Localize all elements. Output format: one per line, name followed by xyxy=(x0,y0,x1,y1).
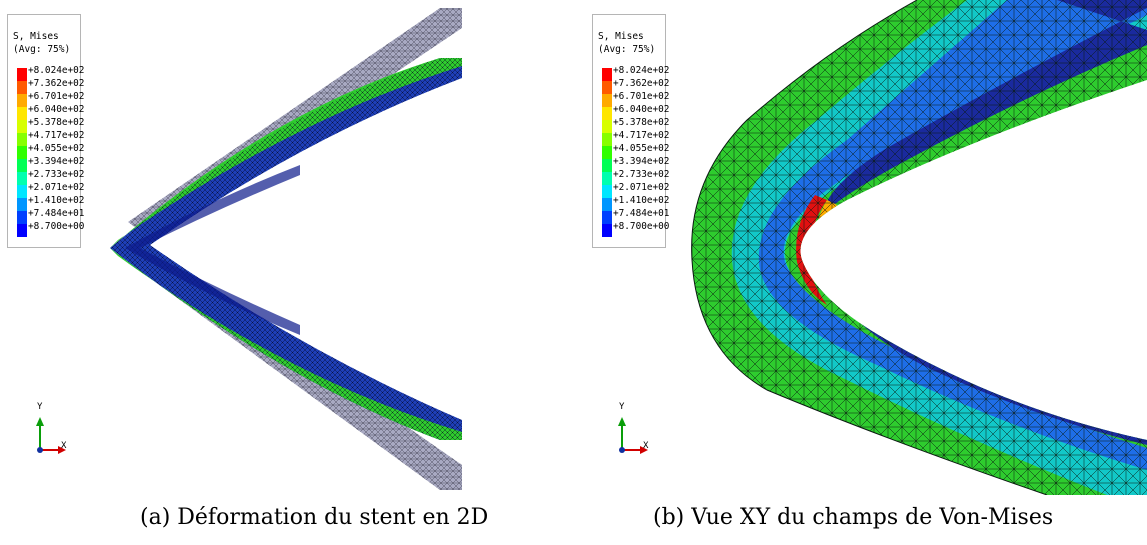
legend-title: S, Mises xyxy=(13,31,59,42)
legend-subtitle-b: (Avg: 75%) xyxy=(598,44,656,55)
triad-x-label-b: X xyxy=(643,441,649,451)
legend-swatch xyxy=(602,211,612,224)
coordinate-triad: Y X xyxy=(34,402,94,462)
legend-swatch xyxy=(602,107,612,120)
legend-swatch xyxy=(17,94,27,107)
legend-swatch xyxy=(17,185,27,198)
legend-subtitle: (Avg: 75%) xyxy=(13,44,71,55)
legend-label: +6.040e+02 xyxy=(613,104,670,115)
legend-label: +6.701e+02 xyxy=(28,91,85,102)
legend-label: +5.378e+02 xyxy=(28,117,85,128)
legend-label: +6.040e+02 xyxy=(28,104,85,115)
legend-label: +8.024e+02 xyxy=(613,65,670,76)
legend-swatch xyxy=(17,211,27,224)
panel-stent-2d: S, Mises (Avg: 75%) +8.024e+02 +7.362e+02… xyxy=(0,0,560,495)
legend-swatch xyxy=(17,68,27,81)
legend-swatch xyxy=(602,146,612,159)
legend-swatch xyxy=(602,120,612,133)
triad-y-label: Y xyxy=(37,402,43,412)
triad-y-label-b: Y xyxy=(619,402,625,412)
triad-axes-icon-b xyxy=(618,417,648,454)
legend-color-bar-b xyxy=(602,68,612,237)
legend-label: +2.733e+02 xyxy=(28,169,85,180)
legend-swatch xyxy=(602,133,612,146)
legend-label: +4.717e+02 xyxy=(28,130,85,141)
legend-title-b: S, Mises xyxy=(598,31,644,42)
legend-label: +4.055e+02 xyxy=(613,143,670,154)
legend-label: +8.024e+02 xyxy=(28,65,85,76)
legend-swatch xyxy=(17,107,27,120)
triad-axes-icon xyxy=(36,417,66,454)
coordinate-triad-b: Y X xyxy=(616,402,676,462)
legend-swatch xyxy=(17,159,27,172)
legend-label: +7.362e+02 xyxy=(613,78,670,89)
deformed-strut xyxy=(110,58,462,440)
caption-b: (b) Vue XY du champs de Von-Mises xyxy=(653,505,1054,530)
panel-von-mises-xy: S, Mises (Avg: 75%) +8.024e+02 +7.362e+02… xyxy=(587,0,1147,495)
stress-legend: S, Mises (Avg: 75%) +8.024e+02 +7.362e+02… xyxy=(7,14,84,248)
legend-labels-b: +8.024e+02 +7.362e+02 +6.701e+02 +6.040e+02… xyxy=(613,64,669,233)
legend-label: +5.378e+02 xyxy=(613,117,670,128)
legend-label: +8.700e+00 xyxy=(613,221,670,232)
legend-swatch xyxy=(602,198,612,211)
legend-swatch xyxy=(602,224,612,237)
legend-swatch xyxy=(602,159,612,172)
legend-label: +2.733e+02 xyxy=(613,169,670,180)
legend-label: +2.071e+02 xyxy=(613,182,670,193)
legend-label: +6.701e+02 xyxy=(613,91,670,102)
legend-label: +8.700e+00 xyxy=(28,221,85,232)
legend-label: +7.362e+02 xyxy=(28,78,85,89)
legend-label: +2.071e+02 xyxy=(28,182,85,193)
legend-swatch xyxy=(17,133,27,146)
legend-labels: +8.024e+02 +7.362e+02 +6.701e+02 +6.040e+02… xyxy=(28,64,84,233)
stress-legend-b: S, Mises (Avg: 75%) +8.024e+02 +7.362e+02… xyxy=(592,14,669,248)
von-mises-field-view xyxy=(691,0,1147,495)
legend-label: +3.394e+02 xyxy=(613,156,670,167)
legend-swatch xyxy=(17,146,27,159)
legend-label: +4.717e+02 xyxy=(613,130,670,141)
legend-swatch xyxy=(17,172,27,185)
triad-x-label: X xyxy=(61,441,67,451)
legend-swatch xyxy=(602,81,612,94)
legend-swatch xyxy=(17,198,27,211)
legend-label: +3.394e+02 xyxy=(28,156,85,167)
caption-a: (a) Déformation du stent en 2D xyxy=(140,505,489,530)
legend-label: +1.410e+02 xyxy=(613,195,670,206)
legend-swatch xyxy=(602,68,612,81)
legend-label: +1.410e+02 xyxy=(28,195,85,206)
legend-swatch xyxy=(17,81,27,94)
legend-label: +7.484e+01 xyxy=(28,208,85,219)
legend-label: +4.055e+02 xyxy=(28,143,85,154)
legend-swatch xyxy=(17,120,27,133)
legend-label: +7.484e+01 xyxy=(613,208,670,219)
legend-swatch xyxy=(602,185,612,198)
legend-swatch xyxy=(17,224,27,237)
legend-color-bar xyxy=(17,68,27,237)
legend-swatch xyxy=(602,172,612,185)
stent-deformation-view xyxy=(110,8,462,490)
legend-swatch xyxy=(602,94,612,107)
